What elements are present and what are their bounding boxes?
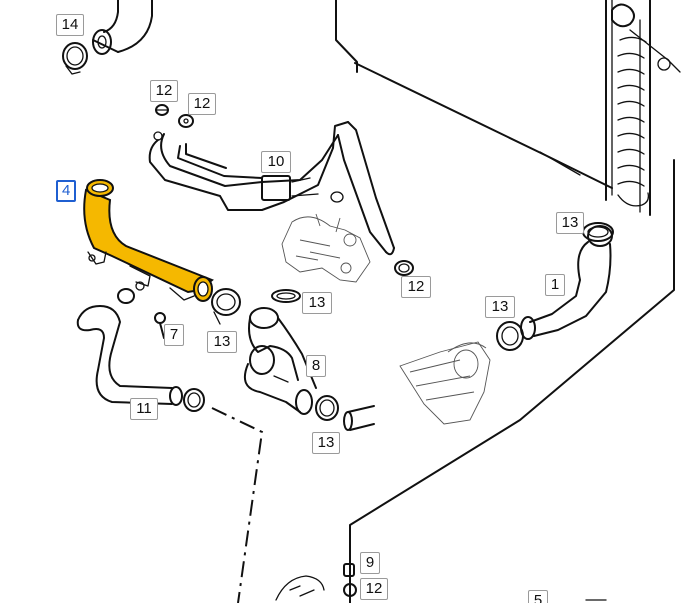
hose-8	[244, 307, 317, 415]
clamp-12-mid	[394, 260, 414, 276]
radiator-core	[617, 36, 647, 187]
clamp-small-pipe	[330, 191, 344, 203]
clamp-12-bottom	[343, 583, 357, 597]
clamp-13-pipe4-end	[211, 288, 241, 325]
clamp-14	[62, 42, 88, 75]
callout-12-mid[interactable]: 12	[401, 276, 431, 298]
clamp-13-hose8	[315, 395, 339, 421]
clamp-13-loose	[271, 289, 301, 303]
callout-13-hose1-bottom[interactable]: 13	[485, 296, 515, 318]
clamp-13-hose1-bottom	[496, 321, 524, 351]
clamp-11	[183, 388, 205, 412]
engine-bay-outline	[349, 159, 675, 603]
callout-13-hose1-top[interactable]: 13	[556, 212, 584, 234]
callout-12-top-right[interactable]: 12	[188, 93, 216, 115]
hose-1	[520, 225, 613, 340]
clamp-12-top-left	[155, 104, 169, 116]
callout-5[interactable]: 5	[528, 590, 548, 603]
pipe-4-highlighted	[83, 179, 214, 302]
bolt-7	[154, 312, 166, 339]
water-pump-sketch	[399, 341, 491, 425]
part-9	[343, 563, 355, 577]
callout-13-loose-clamp[interactable]: 13	[302, 292, 332, 314]
callout-12-bottom[interactable]: 12	[360, 578, 388, 600]
bottom-sketch	[275, 575, 325, 601]
callout-4-selected[interactable]: 4	[56, 180, 76, 202]
pipe-10	[148, 121, 395, 256]
pipe-stub	[343, 405, 375, 431]
callout-13-pipe4-end[interactable]: 13	[207, 331, 237, 353]
callout-14[interactable]: 14	[56, 14, 84, 36]
clamp-12-top-right	[178, 114, 194, 128]
thermostat-housing-sketch	[281, 213, 371, 283]
hose-11	[76, 305, 183, 406]
callout-12-top-left[interactable]: 12	[150, 80, 178, 102]
callout-7[interactable]: 7	[164, 324, 184, 346]
callout-8[interactable]: 8	[306, 355, 326, 377]
hose-14	[92, 0, 153, 55]
callout-13-hose8[interactable]: 13	[312, 432, 340, 454]
radiator	[335, 0, 681, 216]
callout-10[interactable]: 10	[261, 151, 291, 173]
callout-9[interactable]: 9	[360, 552, 380, 574]
hose-routing-line	[211, 407, 264, 603]
clamp-pipe4-small	[117, 281, 145, 304]
callout-1[interactable]: 1	[545, 274, 565, 296]
callout-11[interactable]: 11	[130, 398, 158, 420]
